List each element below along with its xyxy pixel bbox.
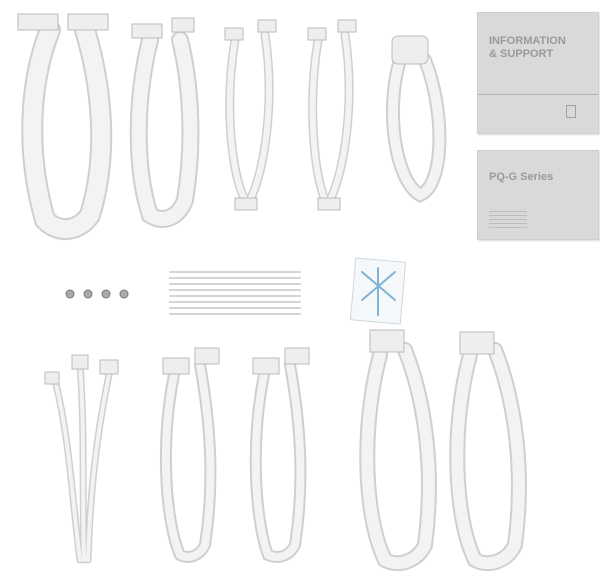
- model-list-lines: [489, 211, 527, 231]
- pcie-cable-top-1: [224, 19, 277, 211]
- pq-g-series-manual: PQ-G Series: [477, 150, 599, 240]
- booklet-title-line2: & SUPPORT: [489, 48, 554, 60]
- booklet-divider: [478, 94, 598, 95]
- sata-cable: [44, 354, 119, 564]
- ac-power-cord: [385, 35, 447, 203]
- cable-ties: [169, 271, 301, 315]
- 12vhpwr-cable-2: [449, 331, 527, 572]
- pcie-cable-top-2: [307, 19, 357, 211]
- 12vhpwr-cable-1: [359, 329, 437, 572]
- screws: [65, 289, 129, 299]
- manual-title: PQ-G Series: [489, 171, 554, 183]
- information-support-booklet: INFORMATION & SUPPORT: [477, 12, 599, 134]
- pcie-cable-bottom-1: [159, 347, 220, 563]
- booklet-title: INFORMATION & SUPPORT: [489, 35, 566, 61]
- desiccant-packet: [349, 257, 407, 325]
- brand-logo: [566, 105, 576, 118]
- 24pin-connector: [17, 13, 59, 31]
- pcie-cable-bottom-2: [249, 347, 310, 563]
- booklet-title-line1: INFORMATION: [489, 35, 566, 47]
- 24pin-connector-2: [67, 13, 109, 31]
